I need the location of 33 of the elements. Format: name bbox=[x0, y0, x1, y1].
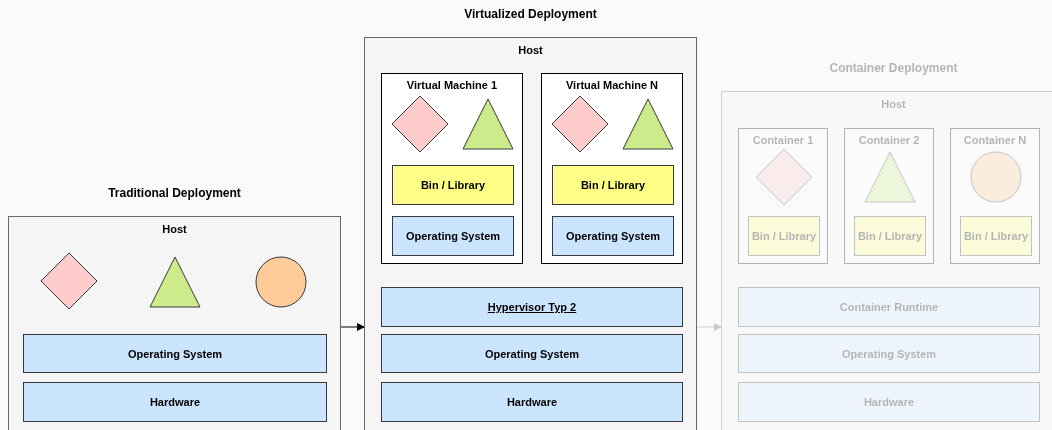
layer-box: Operating System bbox=[381, 334, 683, 373]
layer-box: Bin / Library bbox=[854, 216, 926, 256]
layer-box: Bin / Library bbox=[392, 165, 514, 205]
layer-box: Operating System bbox=[392, 216, 514, 256]
host-label: Host bbox=[161, 223, 188, 235]
layer-box: Operating System bbox=[552, 216, 674, 256]
frame-label: Container 2 bbox=[857, 134, 921, 146]
machine-frame bbox=[844, 128, 934, 264]
frame-label: Virtual Machine 1 bbox=[405, 79, 499, 91]
arrow bbox=[340, 323, 365, 331]
layer-box: Bin / Library bbox=[960, 216, 1032, 256]
machine-frame bbox=[541, 73, 683, 264]
layer-box: Bin / Library bbox=[552, 165, 674, 205]
frame-label: Container N bbox=[962, 134, 1028, 146]
host-label: Host bbox=[517, 44, 544, 56]
layer-box: Bin / Library bbox=[748, 216, 820, 256]
machine-frame bbox=[381, 73, 523, 264]
frame-label: Container 1 bbox=[751, 134, 815, 146]
layer-box: Operating System bbox=[738, 334, 1040, 373]
layer-box: Container Runtime bbox=[738, 287, 1040, 327]
layer-box: Operating System bbox=[23, 334, 327, 373]
layer-box: Hardware bbox=[23, 382, 327, 422]
layer-box: Hypervisor Typ 2 bbox=[381, 287, 683, 327]
section-title: Virtualized Deployment bbox=[463, 7, 598, 21]
machine-frame bbox=[738, 128, 828, 264]
frame-label: Virtual Machine N bbox=[564, 79, 660, 91]
arrow bbox=[696, 323, 722, 331]
section-title: Container Deployment bbox=[828, 61, 959, 75]
host-label: Host bbox=[880, 98, 907, 110]
layer-box: Hardware bbox=[738, 382, 1040, 422]
layer-box: Hardware bbox=[381, 382, 683, 422]
machine-frame bbox=[950, 128, 1040, 264]
section-title: Traditional Deployment bbox=[107, 186, 242, 200]
